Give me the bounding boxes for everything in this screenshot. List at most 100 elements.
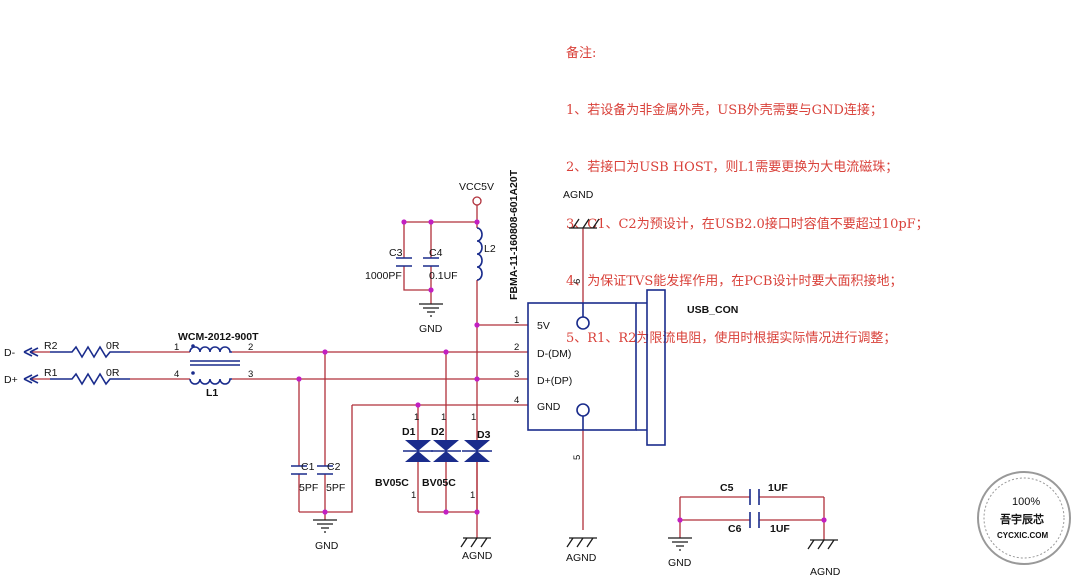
c5-value: 1UF	[768, 482, 788, 494]
junction-dot	[443, 349, 449, 355]
c1-ref: C1	[301, 461, 315, 473]
r1-value: 0R	[106, 367, 120, 379]
d3-pin-bottom: 1	[470, 490, 475, 501]
junction-dot	[821, 517, 827, 523]
junction-dot	[401, 219, 407, 225]
c3-ref: C3	[389, 247, 403, 259]
junction-dot	[428, 219, 434, 225]
note-line-4: 4、为保证TVS能发挥作用，在PCB设计时要大面积接地；	[566, 274, 903, 289]
r2-ref: R2	[44, 340, 58, 352]
junction-dot	[443, 509, 449, 515]
c4-value: 0.1UF	[429, 270, 458, 282]
c6-ref: C6	[728, 523, 742, 535]
usb-pin-2-num: 2	[514, 342, 519, 353]
c1-value: 5PF	[299, 482, 318, 494]
usb-pin-4-num: 4	[514, 395, 519, 406]
agnd-label-c5c6: AGND	[810, 566, 841, 578]
d1-pin-bottom: 1	[411, 490, 416, 501]
usb-pin-2-name: D-(DM)	[537, 348, 571, 360]
r2-value: 0R	[106, 340, 120, 352]
agnd-symbol-diodes: AGND	[460, 537, 493, 562]
d1-pin: 1	[414, 412, 419, 423]
capacitor-c4: C4 0.1UF	[423, 247, 458, 282]
port-dp-label: D+	[4, 374, 18, 386]
usb-pin-3-num: 3	[514, 369, 519, 380]
port-dm-label: D-	[4, 347, 16, 359]
c3-value: 1000PF	[365, 270, 402, 282]
l1-pin-3: 3	[248, 369, 253, 380]
port-dp: D+	[4, 374, 39, 386]
logo-percent: 100%	[1012, 496, 1040, 508]
usb-pin-4-name: GND	[537, 401, 561, 413]
l2-ref: L2	[484, 243, 496, 255]
wires	[30, 205, 825, 540]
note-line-1: 1、若设备为非金属外壳，USB外壳需要与GND连接；	[566, 103, 883, 118]
design-notes: 备注: 1、若设备为非金属外壳，USB外壳需要与GND连接； 2、若接口为USB…	[566, 6, 929, 367]
common-mode-choke-l1: WCM-2012-900T 1 2 4 3 L1	[174, 331, 259, 399]
capacitor-c6: C6 1UF	[728, 512, 790, 535]
resistor-r2: R2 0R	[44, 340, 130, 359]
junction-dot	[474, 219, 480, 225]
junction-dot	[322, 509, 328, 515]
gnd-symbol-c3c4: GND	[419, 303, 443, 335]
d2-ref: D2	[431, 426, 445, 438]
tvs-diode-d1: D1 1 1 BV05C	[375, 412, 433, 501]
capacitor-c5: C5 1UF	[720, 482, 788, 505]
tvs-diode-d2: D2 1 BV05C	[422, 412, 461, 489]
l1-pin-2: 2	[248, 342, 253, 353]
gnd-label-c3c4: GND	[419, 323, 443, 335]
c5-ref: C5	[720, 482, 734, 494]
l2-part: FBMA-11-160808-601A20T	[508, 169, 520, 300]
junction-dot	[677, 517, 683, 523]
agnd-symbol-bottom: AGND	[566, 537, 597, 564]
c6-value: 1UF	[770, 523, 790, 535]
usb-pin-1-num: 1	[514, 315, 519, 326]
logo-site: CYCXIC.COM	[997, 531, 1048, 540]
agnd-label-bottom: AGND	[566, 552, 597, 564]
note-line-2: 2、若接口为USB HOST，则L1需要更换为大电流磁珠；	[566, 160, 899, 175]
l1-part: WCM-2012-900T	[178, 331, 259, 343]
gnd-symbol-c5c6: GND	[668, 537, 692, 569]
note-line-3: 3、C1、C2为预设计，在USB2.0接口时容值不要超过10pF；	[566, 217, 929, 232]
c2-ref: C2	[327, 461, 341, 473]
junction-dot	[322, 349, 328, 355]
resistor-r1: R1 0R	[44, 367, 130, 386]
port-dm: D-	[4, 347, 39, 359]
agnd-symbol-top: AGND	[563, 189, 600, 229]
gnd-label-c1c2: GND	[315, 540, 339, 552]
usb-pin-1-name: 5V	[537, 320, 550, 332]
l1-dot-2	[191, 371, 195, 375]
c2-value: 5PF	[326, 482, 345, 494]
agnd-symbol-c5c6: AGND	[807, 539, 841, 578]
junction-dot	[474, 509, 480, 515]
d3-ref: D3	[477, 429, 491, 441]
capacitor-c3: C3 1000PF	[365, 247, 412, 282]
junction-dot	[415, 402, 421, 408]
usb-connector: USB_CON 5V D-(DM) D+(DP) GND 1 2 3 4 6 5	[514, 279, 738, 460]
l1-ref: L1	[206, 387, 218, 399]
tvs-diode-d3: D3 1 1	[462, 412, 492, 501]
l1-pin-4: 4	[174, 369, 179, 380]
r1-ref: R1	[44, 367, 58, 379]
agnd-label-diodes: AGND	[462, 550, 493, 562]
junction-dot	[474, 376, 480, 382]
brand-logo: 100% 吾宇辰芯 CYCXIC.COM	[977, 471, 1071, 565]
vcc-label: VCC5V	[459, 181, 494, 193]
usb-pin-3-name: D+(DP)	[537, 375, 572, 387]
junction-dot	[296, 376, 302, 382]
l1-dot-1	[191, 344, 195, 348]
vcc5v-terminal: VCC5V	[459, 181, 494, 206]
note-line-5: 5、R1、R2为限流电阻，使用时根据实际情况进行调整；	[566, 331, 897, 346]
d2-value: BV05C	[422, 477, 456, 489]
d3-pin: 1	[471, 412, 476, 423]
d1-value: BV05C	[375, 477, 409, 489]
logo-name: 吾宇辰芯	[1000, 512, 1044, 526]
capacitor-c2: C2 5PF	[317, 461, 345, 494]
notes-title: 备注:	[566, 46, 597, 61]
gnd-symbol-c1c2: GND	[313, 519, 339, 552]
inductor-l2: L2 FBMA-11-160808-601A20T	[476, 169, 520, 300]
gnd-label-c5c6: GND	[668, 557, 692, 569]
usb-shield-pin-6: 6	[572, 279, 583, 284]
d2-pin: 1	[441, 412, 446, 423]
